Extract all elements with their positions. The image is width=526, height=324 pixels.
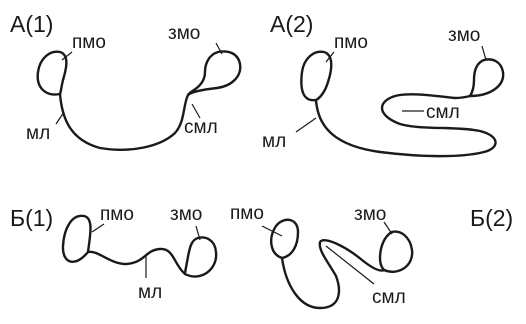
panel-b2-main-line: [280, 239, 386, 310]
panel-b2: Б(2) пмо змо смл: [230, 203, 513, 310]
panel-a1-pmo-label: пмо: [72, 32, 106, 53]
panel-b1-ml-label: мл: [138, 282, 162, 303]
panel-b2-zmo-label: змо: [354, 204, 386, 225]
panel-a1-pmo-leader: [61, 51, 73, 61]
panel-a1-zmo-leader: [215, 42, 223, 55]
panel-b1: Б(1) пмо змо мл: [10, 204, 218, 303]
panel-b1-zmo-label: змо: [170, 204, 202, 225]
panel-b1-pmo-leader: [91, 223, 105, 233]
panel-b2-posterior-pole: [378, 230, 414, 273]
panel-b1-main-line: [86, 247, 187, 276]
panel-b1-title: Б(1): [10, 205, 53, 231]
panel-a1-posterior-pole: [186, 50, 242, 97]
panel-a2-zmo-leader: [481, 45, 487, 61]
panel-b2-pmo-leader: [261, 225, 283, 237]
panel-b1-zmo-leader: [195, 225, 201, 241]
panel-a1: А(1) пмо змо мл смл: [10, 11, 242, 151]
panel-a2: А(2) пмо змо мл смл: [262, 11, 505, 158]
panel-b2-pmo-label: пмо: [230, 203, 264, 224]
panel-b2-title: Б(2): [470, 205, 513, 231]
panel-a1-sml-leader: [191, 103, 201, 119]
panel-a2-ml-leader: [295, 117, 317, 133]
panel-a2-main-line: [314, 93, 497, 158]
panel-b1-pmo-label: пмо: [100, 204, 134, 225]
panel-a2-anterior-pole: [300, 50, 333, 102]
panel-a1-zmo-label: змо: [168, 23, 200, 44]
panel-a2-pmo-label: пмо: [334, 32, 368, 53]
panel-b1-anterior-pole: [61, 214, 92, 263]
panel-a2-zmo-label: змо: [448, 25, 480, 46]
panel-b2-zmo-leader: [383, 221, 393, 235]
panel-a2-sml-label: смл: [426, 102, 460, 123]
panel-a1-ml-leader: [55, 111, 65, 125]
panel-a1-ml-label: мл: [26, 123, 50, 144]
panel-a2-pmo-leader: [325, 51, 335, 63]
panel-b1-posterior-pole: [183, 236, 218, 278]
panel-b2-sml-leader: [325, 245, 375, 285]
panel-a1-title: А(1): [10, 11, 53, 37]
panel-a2-title: А(2): [270, 11, 313, 37]
panel-a2-posterior-pole: [468, 58, 505, 98]
panel-a1-main-line: [58, 92, 190, 151]
panel-b2-anterior-pole: [270, 218, 300, 260]
panel-a2-ml-label: мл: [262, 131, 286, 152]
panel-b2-sml-label: смл: [372, 287, 406, 308]
panel-a1-anterior-pole: [36, 50, 68, 96]
panel-a1-sml-label: смл: [184, 117, 218, 138]
